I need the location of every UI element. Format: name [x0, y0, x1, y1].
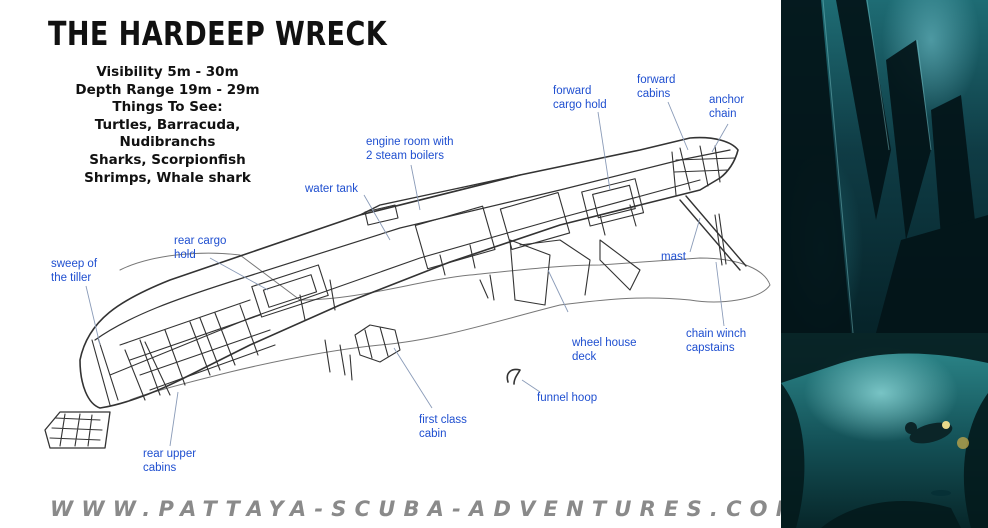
underwater-photo-diver — [781, 333, 988, 528]
label-funnel-hoop: funnel hoop — [537, 392, 598, 404]
label-rear-upper-cabins: rear upper cabins — [143, 448, 197, 474]
ship-wreck-diagram — [44, 101, 771, 449]
label-mast: mast — [661, 251, 686, 263]
underwater-photo-wreck-beams — [781, 0, 988, 333]
fact-things-heading: Things To See: — [112, 99, 223, 116]
fact-line: Turtles, Barracuda, — [94, 116, 241, 133]
label-chain-winch: chain winch capstains — [686, 328, 747, 354]
label-forward-cargo-hold: forward cargo hold — [553, 85, 607, 111]
label-engine-room: engine room with 2 steam boilers — [366, 136, 454, 162]
website-url: WWW.PATTAYA-SCUBA-ADVENTURES.COM — [50, 497, 805, 521]
label-rear-cargo-hold: rear cargo hold — [174, 235, 227, 261]
fact-visibility: Visibility 5m - 30m — [96, 64, 239, 80]
label-first-class-cabin: first class cabin — [419, 414, 467, 440]
label-sweep-of-tiller: sweep of the tiller — [51, 258, 98, 284]
fact-line: Sharks, Scorpionfish — [89, 151, 246, 168]
page-title: THE HARDEEP WRECK — [48, 14, 388, 53]
label-forward-cabins: forward cabins — [637, 74, 676, 100]
label-water-tank: water tank — [305, 183, 359, 195]
fact-line: Shrimps, Whale shark — [84, 169, 251, 186]
label-wheel-house: wheel house deck — [572, 337, 637, 363]
fact-line: Nudibranchs — [119, 134, 216, 151]
dive-facts: Visibility 5m - 30m Depth Range 19m - 29… — [40, 64, 295, 187]
fact-depth: Depth Range 19m - 29m — [75, 81, 260, 98]
label-anchor-chain: anchor chain — [709, 94, 745, 120]
